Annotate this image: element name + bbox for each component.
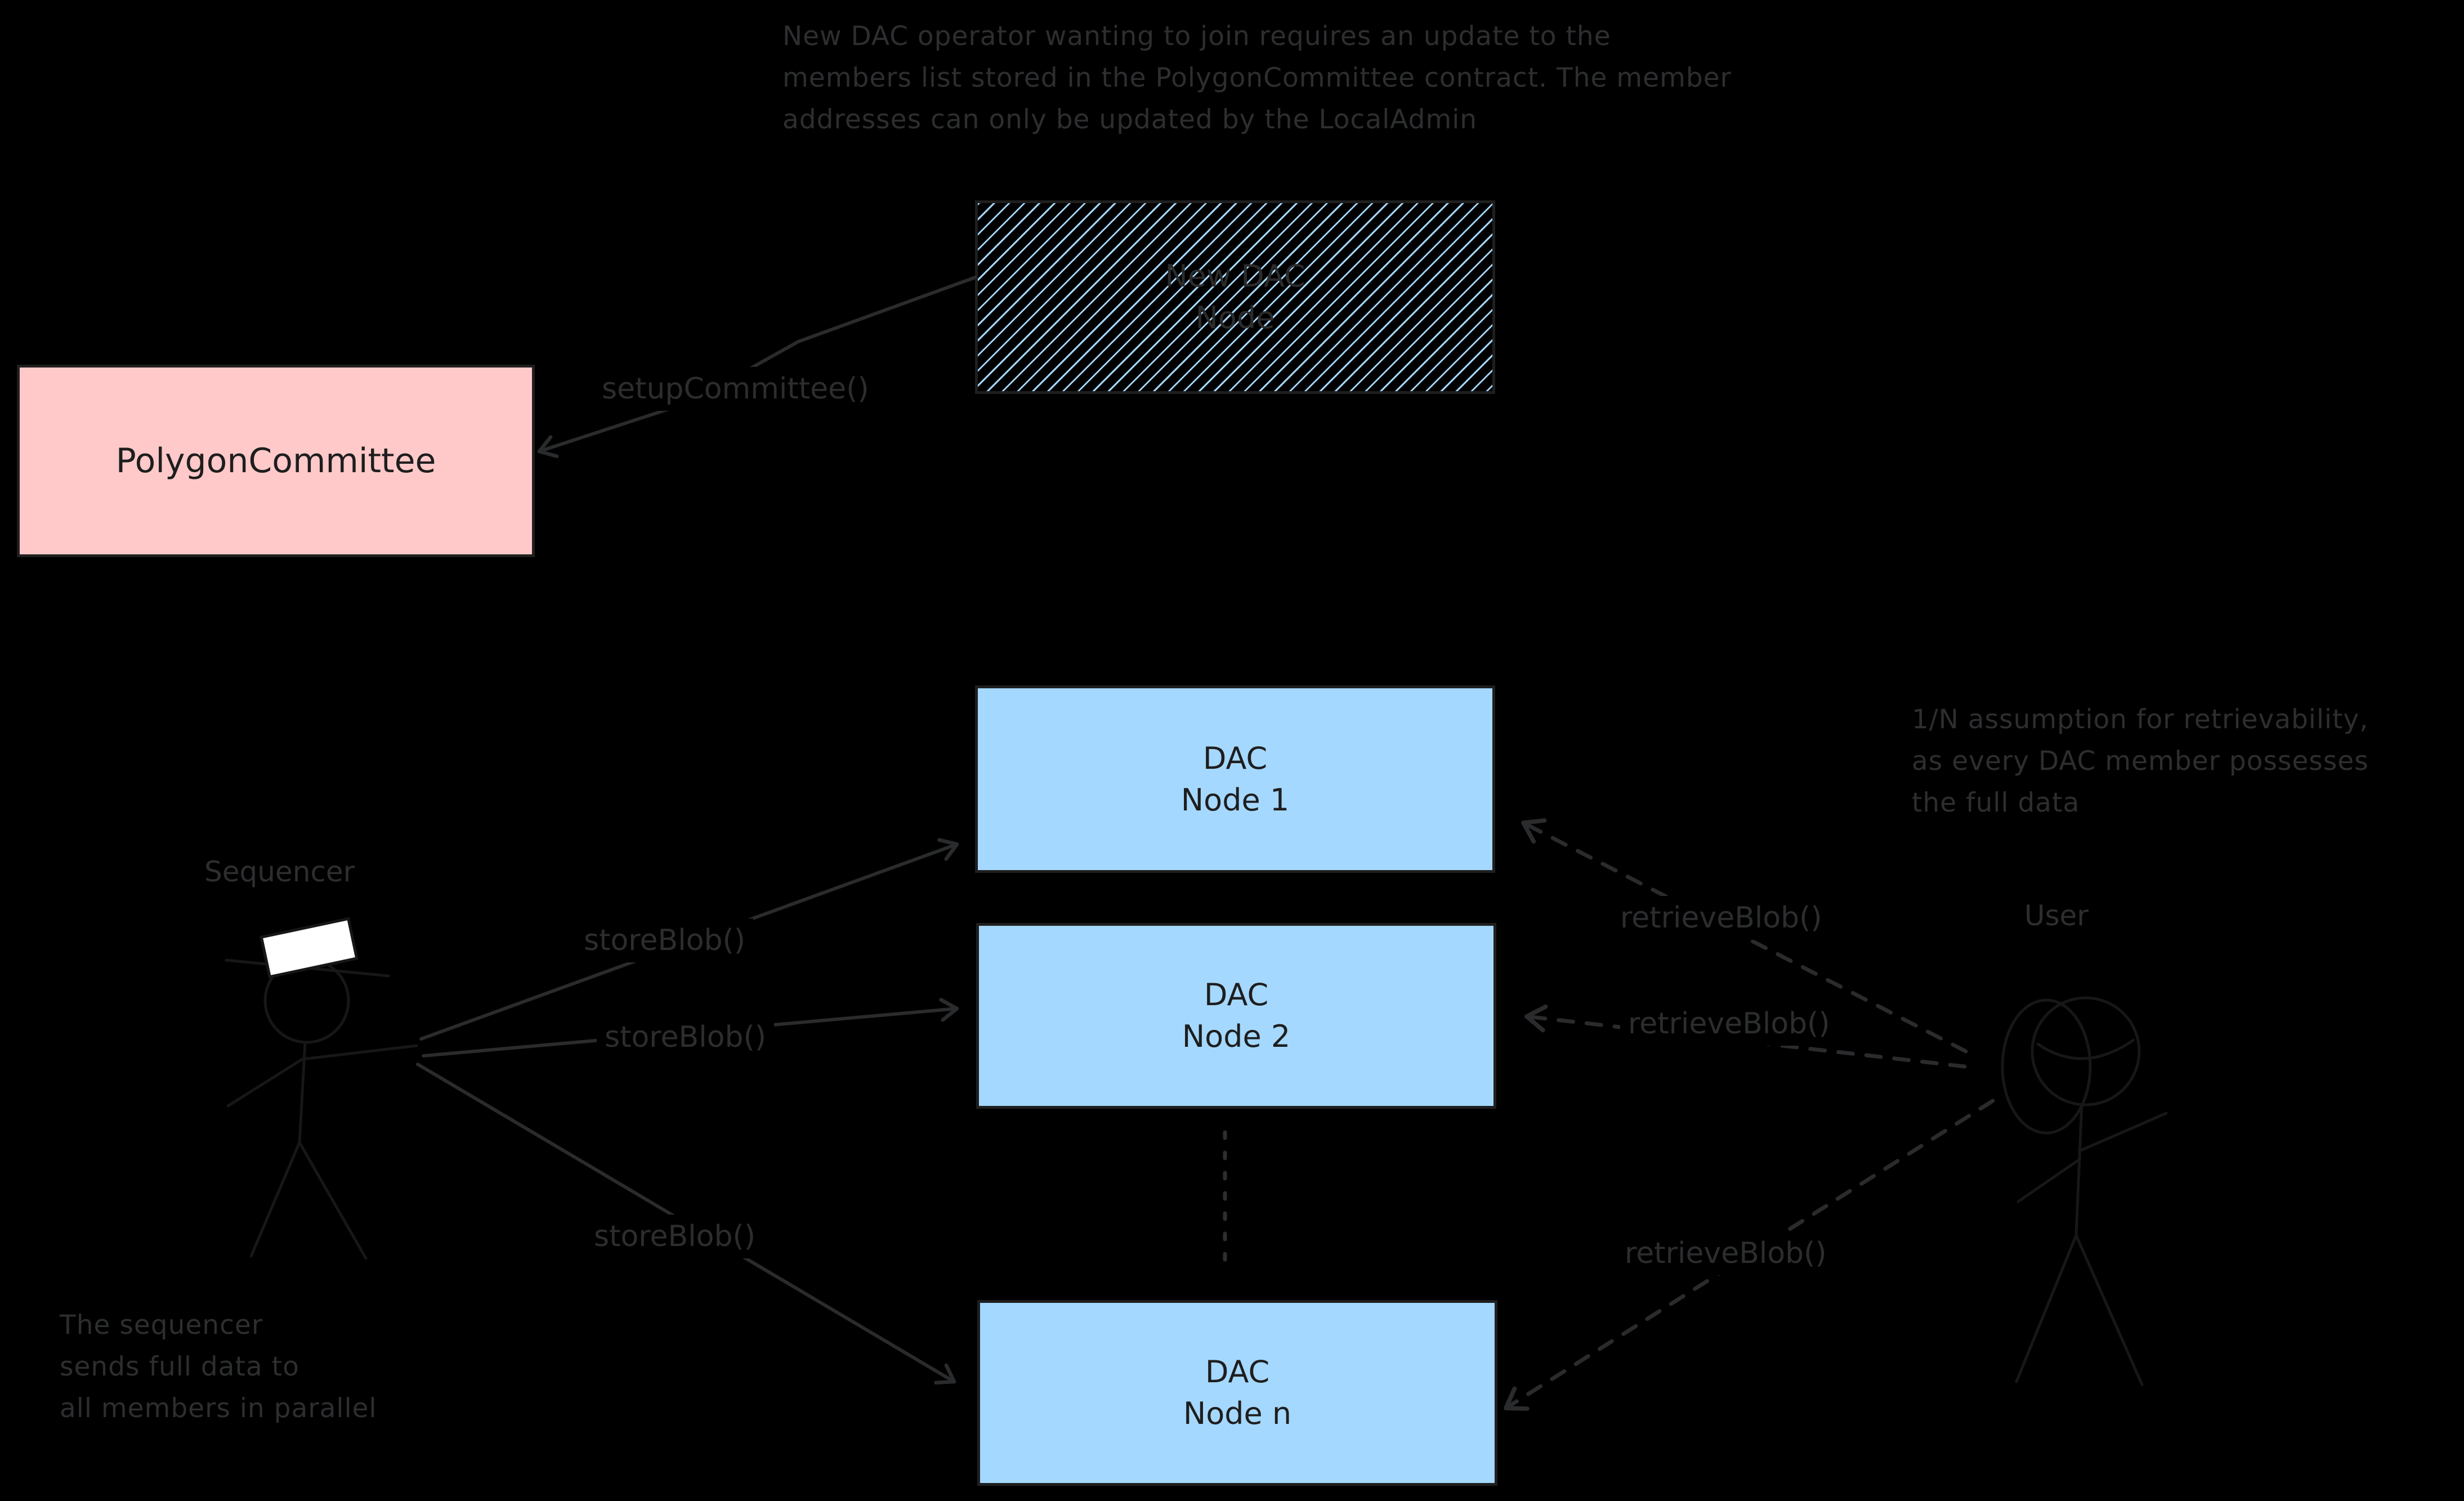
retrieve-blob-label-1: retrieveBlob() (1612, 896, 1830, 940)
new-dac-node-line1: New DAC (1165, 258, 1305, 294)
dac-node-1-line1: DAC (1202, 740, 1268, 776)
dac-node-2-line2: Node 2 (1182, 1019, 1291, 1054)
retrieve-blob-label-3: retrieveBlob() (1617, 1231, 1835, 1275)
sequencer-parallel-note-line2: sends full data to (60, 1351, 299, 1382)
dac-node-n-line2: Node n (1183, 1396, 1292, 1431)
new-dac-node-line2: Node (1195, 300, 1275, 335)
dac-node-1-line2: Node 1 (1180, 782, 1290, 818)
user-actor-label: User (2024, 899, 2089, 932)
new-dac-node-box: New DAC Node (975, 200, 1495, 394)
store-blob-label-1: storeBlob() (576, 918, 754, 962)
retrievability-note-line3: the full data (1912, 787, 2080, 818)
store-blob-label-2: storeBlob() (597, 1015, 775, 1059)
dac-node-2-box: DAC Node 2 (976, 923, 1496, 1109)
sequencer-parallel-note-line3: all members in parallel (60, 1393, 377, 1424)
setup-committee-label: setupCommittee() (594, 367, 877, 411)
top-note: New DAC operator wanting to join require… (782, 16, 1732, 141)
top-note-line1: New DAC operator wanting to join require… (782, 21, 1611, 52)
retrievability-note: 1/N assumption for retrievability, as ev… (1912, 699, 2369, 824)
dac-node-1-box: DAC Node 1 (975, 685, 1495, 873)
sequencer-actor-label: Sequencer (204, 855, 355, 888)
sequencer-parallel-note: The sequencer sends full data to all mem… (60, 1305, 377, 1430)
polygon-committee-box: PolygonCommittee (17, 365, 535, 557)
top-note-line3: addresses can only be updated by the Loc… (782, 104, 1478, 135)
sequencer-parallel-note-line1: The sequencer (60, 1310, 263, 1341)
dac-node-n-line1: DAC (1205, 1354, 1270, 1390)
retrievability-note-line2: as every DAC member possesses (1912, 746, 2369, 777)
retrievability-note-line1: 1/N assumption for retrievability, (1912, 704, 2369, 735)
polygon-committee-label: PolygonCommittee (115, 441, 436, 481)
dac-node-n-box: DAC Node n (977, 1300, 1497, 1486)
retrieve-blob-label-2: retrieveBlob() (1620, 1002, 1838, 1046)
dac-node-2-line1: DAC (1204, 977, 1269, 1012)
top-note-line2: members list stored in the PolygonCommit… (782, 62, 1732, 93)
store-blob-label-3: storeBlob() (586, 1215, 764, 1258)
